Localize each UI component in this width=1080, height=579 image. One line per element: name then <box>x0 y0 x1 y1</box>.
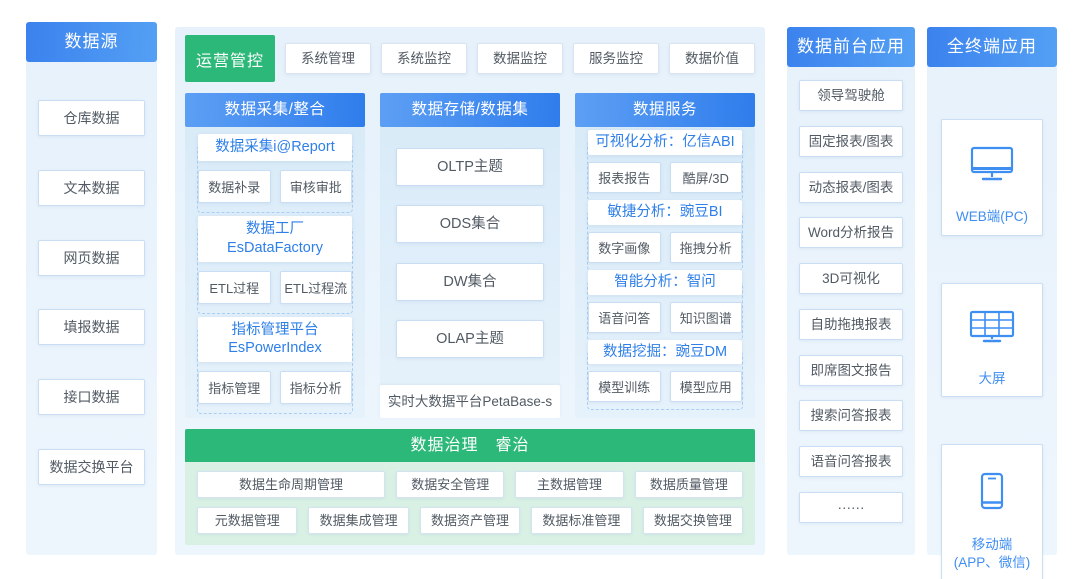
governance-box: 数据质量管理 <box>634 471 743 498</box>
panel-front-apps: 数据前台应用 领导驾驶舱 固定报表/图表 动态报表/图表 Word分析报告 3D… <box>787 27 915 555</box>
column-data-storage: 数据存储/数据集 OLTP主题 ODS集合 DW集合 OLAP主题 实时大数据平… <box>380 93 560 418</box>
governance-box: 元数据管理 <box>197 507 298 534</box>
section-data-governance: 数据治理 睿治 数据生命周期管理 数据安全管理 主数据管理 数据质量管理 元数据… <box>185 429 755 545</box>
product-group-title: 指标管理平台 EsPowerIndex <box>198 316 352 363</box>
panel-platform: 运营管控 系统管理 系统监控 数据监控 服务监控 数据价值 数据采集/整合 数据… <box>175 27 765 555</box>
feature-box: 报表报告 <box>588 161 661 193</box>
petabase-footer-bar: 实时大数据平台PetaBase-s <box>380 385 560 418</box>
column-data-collection: 数据采集/整合 数据采集i@Report 数据补录 审核审批 数据工厂 EsDa… <box>185 93 365 418</box>
feature-box: 模型应用 <box>669 371 742 403</box>
ops-tab-system-management: 系统管理 <box>285 43 371 74</box>
terminal-label: 大屏 <box>978 371 1006 387</box>
data-source-item: 文本数据 <box>38 169 145 206</box>
data-sources-list: 仓库数据 文本数据 网页数据 填报数据 接口数据 数据交换平台 <box>26 62 157 555</box>
data-governance-body: 数据生命周期管理 数据安全管理 主数据管理 数据质量管理 元数据管理 数据集成管… <box>185 462 755 545</box>
feature-box: ETL过程 <box>198 270 271 304</box>
feature-box: 拖拽分析 <box>669 231 742 263</box>
front-app-item: Word分析报告 <box>799 217 903 249</box>
data-collection-body: 数据采集i@Report 数据补录 审核审批 数据工厂 EsDataFactor… <box>185 127 365 418</box>
feature-box: 指标分析 <box>279 371 352 405</box>
storage-box: OLTP主题 <box>396 148 544 187</box>
governance-box: 数据资产管理 <box>419 507 521 534</box>
product-group-wandou-bi: 敏捷分析：豌豆BI 数字画像 拖拽分析 <box>587 199 743 271</box>
operations-control-row: 运营管控 系统管理 系统监控 数据监控 服务监控 数据价值 <box>185 35 755 82</box>
product-group-title: 敏捷分析：豌豆BI <box>588 199 742 225</box>
front-app-item: 即席图文报告 <box>799 354 903 386</box>
front-apps-header: 数据前台应用 <box>787 27 915 67</box>
product-group-title: 数据工厂 EsDataFactory <box>198 215 352 262</box>
product-group-title: 智能分析：智问 <box>588 269 742 295</box>
governance-box: 数据标准管理 <box>531 507 632 534</box>
product-group-title: 数据挖掘：豌豆DM <box>588 339 742 365</box>
product-group-abi: 可视化分析：亿信ABI 报表报告 酷屏/3D <box>587 130 743 201</box>
front-app-item: 领导驾驶舱 <box>799 80 903 111</box>
governance-box: 数据集成管理 <box>308 507 409 534</box>
operations-control-label: 运营管控 <box>185 35 275 82</box>
storage-box: ODS集合 <box>396 205 544 244</box>
panel-data-sources: 数据源 仓库数据 文本数据 网页数据 填报数据 接口数据 数据交换平台 <box>26 22 157 555</box>
governance-box: 数据生命周期管理 <box>197 471 386 498</box>
feature-box: 模型训练 <box>588 371 661 403</box>
governance-box: 数据安全管理 <box>396 471 505 498</box>
front-app-item: 3D可视化 <box>799 263 903 295</box>
data-source-item: 填报数据 <box>38 309 145 346</box>
data-source-item: 数据交换平台 <box>38 449 145 486</box>
product-group-title: 数据采集i@Report <box>198 134 352 161</box>
big-screen-grid-icon <box>969 292 1015 362</box>
storage-box: OLAP主题 <box>396 319 544 358</box>
feature-box: 数据补录 <box>198 169 271 203</box>
product-group-wandou-dm: 数据挖掘：豌豆DM 模型训练 模型应用 <box>587 339 743 411</box>
front-app-item: 语音问答报表 <box>799 446 903 478</box>
terminals-header: 全终端应用 <box>927 27 1057 67</box>
data-governance-header: 数据治理 睿治 <box>185 429 755 462</box>
terminal-big-screen: 大屏 <box>941 282 1043 398</box>
ops-tab-data-value: 数据价值 <box>669 43 755 74</box>
data-sources-header: 数据源 <box>26 22 157 62</box>
platform-columns: 数据采集/整合 数据采集i@Report 数据补录 审核审批 数据工厂 EsDa… <box>185 93 755 418</box>
column-data-services: 数据服务 可视化分析：亿信ABI 报表报告 酷屏/3D 敏捷分析：豌豆BI 数字… <box>575 93 755 418</box>
front-apps-list: 领导驾驶舱 固定报表/图表 动态报表/图表 Word分析报告 3D可视化 自助拖… <box>787 67 915 555</box>
terminal-mobile: 移动端 (APP、微信) <box>941 444 1043 579</box>
data-storage-body: OLTP主题 ODS集合 DW集合 OLAP主题 <box>380 127 560 385</box>
terminal-label: 移动端 (APP、微信) <box>953 536 1031 570</box>
terminal-web-pc: WEB端(PC) <box>941 119 1043 236</box>
panel-terminals: 全终端应用 WEB端(PC) <box>927 27 1057 579</box>
data-services-body: 可视化分析：亿信ABI 报表报告 酷屏/3D 敏捷分析：豌豆BI 数字画像 拖拽… <box>575 127 755 418</box>
front-app-item: 固定报表/图表 <box>799 125 903 157</box>
feature-box: ETL过程流 <box>279 270 352 304</box>
product-group-esdatafactory: 数据工厂 EsDataFactory ETL过程 ETL过程流 <box>197 215 353 314</box>
ops-tab-system-monitor: 系统监控 <box>381 43 467 74</box>
feature-box: 知识图谱 <box>669 301 742 333</box>
front-app-item: 搜索问答报表 <box>799 400 903 432</box>
feature-box: 语音问答 <box>588 301 661 333</box>
desktop-monitor-icon <box>970 128 1014 200</box>
feature-box: 指标管理 <box>198 371 271 405</box>
ops-tab-data-monitor: 数据监控 <box>477 43 563 74</box>
governance-box: 主数据管理 <box>515 471 624 498</box>
data-source-item: 接口数据 <box>38 379 145 416</box>
product-group-zhiwen: 智能分析：智问 语音问答 知识图谱 <box>587 269 743 341</box>
product-group-ireport: 数据采集i@Report 数据补录 审核审批 <box>197 134 353 213</box>
data-source-item: 网页数据 <box>38 239 145 276</box>
ops-tab-service-monitor: 服务监控 <box>573 43 659 74</box>
product-group-title: 可视化分析：亿信ABI <box>588 130 742 155</box>
feature-box: 酷屏/3D <box>669 161 742 193</box>
data-storage-header: 数据存储/数据集 <box>380 93 560 127</box>
feature-box: 数字画像 <box>588 231 661 263</box>
front-app-item: 动态报表/图表 <box>799 171 903 203</box>
data-services-header: 数据服务 <box>575 93 755 127</box>
governance-box: 数据交换管理 <box>642 507 744 534</box>
product-group-espowerindex: 指标管理平台 EsPowerIndex 指标管理 指标分析 <box>197 316 353 415</box>
data-collection-header: 数据采集/整合 <box>185 93 365 127</box>
front-app-item: 自助拖拽报表 <box>799 308 903 340</box>
mobile-phone-icon <box>979 453 1005 527</box>
data-source-item: 仓库数据 <box>38 99 145 136</box>
storage-box: DW集合 <box>396 262 544 301</box>
terminal-label: WEB端(PC) <box>956 209 1028 225</box>
feature-box: 审核审批 <box>279 169 352 203</box>
terminals-list: WEB端(PC) 大屏 <box>927 67 1057 579</box>
front-app-item-more: ······ <box>799 491 903 523</box>
